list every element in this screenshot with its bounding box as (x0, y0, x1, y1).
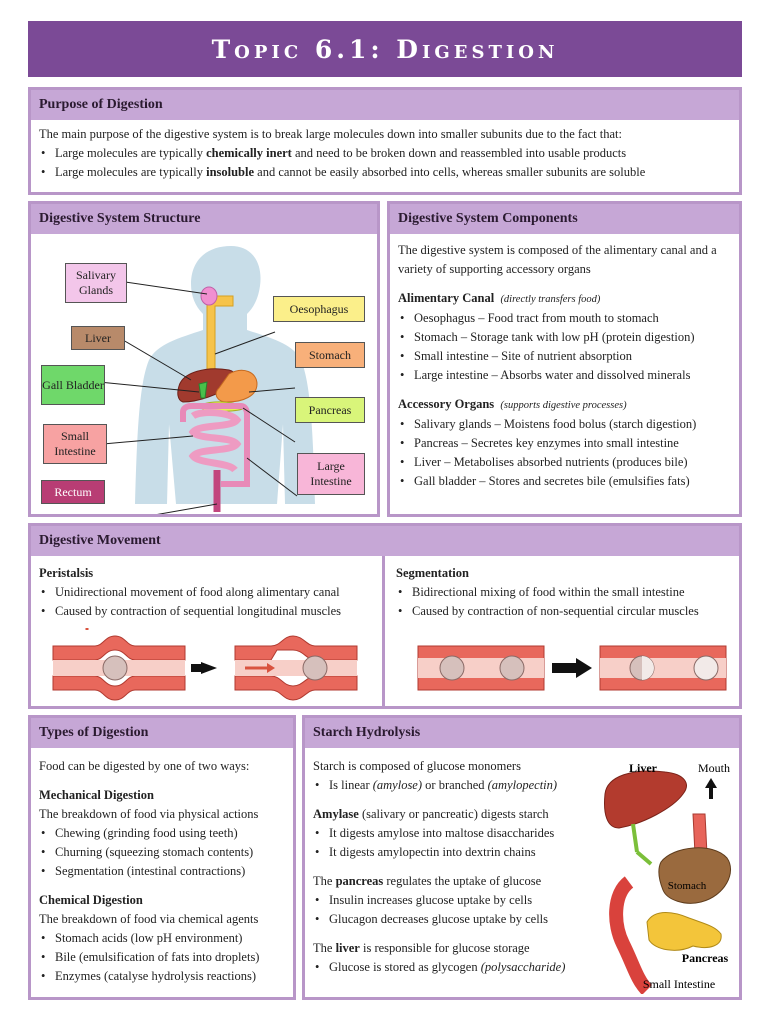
page-title: Topic 6.1: Digestion (28, 21, 742, 77)
starch-line-1: Starch is composed of glucose monomers (313, 759, 521, 773)
structure-heading: Digestive System Structure (31, 204, 377, 234)
peristalsis-diagram (52, 628, 358, 701)
accessory-item-4: Gall bladder – Stores and secretes bile … (398, 472, 731, 491)
starch-line-7: Insulin increases glucose uptake by cell… (313, 891, 587, 910)
segmentation-tube-1 (417, 645, 545, 691)
mechanical-title: Mechanical Digestion (39, 788, 154, 802)
label-pancreas: Pancreas (295, 397, 365, 423)
components-intro: The digestive system is composed of the … (398, 243, 717, 276)
segmentation-diagram (417, 645, 727, 691)
segmentation-tube-2 (599, 645, 727, 691)
starch-line-6: The pancreas regulates the uptake of glu… (313, 874, 542, 888)
peristalsis-tube-1 (52, 635, 186, 701)
label-large-intestine: Large Intestine (297, 453, 365, 495)
label-rectum: Rectum (41, 480, 105, 504)
peristalsis-item-2: Caused by contraction of sequential long… (39, 602, 374, 621)
peristalsis-item-1: Unidirectional movement of food along al… (39, 583, 374, 602)
starch-line-10: Glucose is stored as glycogen (polysacch… (313, 958, 587, 977)
label-liver: Liver (71, 326, 125, 350)
accessory-organs-title: Accessory Organs (supports digestive pro… (398, 397, 627, 411)
types-heading: Types of Digestion (31, 718, 293, 748)
canal-item-4: Large intestine – Absorbs water and diss… (398, 366, 731, 385)
segmentation-title: Segmentation (396, 566, 469, 580)
fig-label-small-intestine: Small Intestine (643, 977, 715, 991)
fig-label-liver: Liver (629, 761, 658, 775)
fig-label-mouth: Mouth (698, 761, 730, 775)
movement-panel: Digestive Movement Peristalsis Unidirect… (28, 523, 742, 709)
label-stomach: Stomach (295, 342, 365, 368)
chemical-item-3: Enzymes (catalyse hydrolysis reactions) (39, 967, 285, 986)
movement-heading: Digestive Movement (31, 526, 739, 556)
starch-line-9: The liver is responsible for glucose sto… (313, 941, 530, 955)
peristalsis-tube-2 (234, 635, 358, 701)
segmentation-item-2: Caused by contraction of non-sequential … (396, 602, 731, 621)
components-panel: Digestive System Components The digestiv… (387, 201, 742, 517)
body-outline-figure (98, 246, 315, 514)
purpose-intro: The main purpose of the digestive system… (39, 127, 622, 141)
fig-label-stomach: Stomach (668, 880, 707, 892)
label-small-intestine: Small Intestine (43, 424, 107, 464)
mechanical-desc: The breakdown of food via physical actio… (39, 807, 259, 821)
purpose-bullet-1: Large molecules are typically chemically… (39, 144, 731, 163)
structure-diagram: Salivary Glands Liver Gall Bladder Small… (31, 234, 377, 514)
purpose-bullet-2: Large molecules are typically insoluble … (39, 163, 731, 182)
starch-line-8: Glucagon decreases glucose uptake by cel… (313, 910, 587, 929)
accessory-item-2: Pancreas – Secretes key enzymes into sma… (398, 434, 731, 453)
fig-label-pancreas: Pancreas (682, 951, 729, 965)
canal-item-3: Small intestine – Site of nutrient absor… (398, 347, 731, 366)
canal-item-2: Stomach – Storage tank with low pH (prot… (398, 328, 731, 347)
components-heading: Digestive System Components (390, 204, 739, 234)
starch-panel: Starch Hydrolysis Starch is composed of … (302, 715, 742, 1000)
starch-line-4: It digests amylose into maltose disaccha… (313, 824, 587, 843)
label-oesophagus: Oesophagus (273, 296, 365, 322)
chemical-item-2: Bile (emulsification of fats into drople… (39, 948, 285, 967)
accessory-item-1: Salivary glands – Moistens food bolus (s… (398, 415, 731, 434)
structure-panel: Digestive System Structure (28, 201, 380, 517)
mechanical-item-3: Segmentation (intestinal contractions) (39, 862, 285, 881)
mechanical-item-2: Churning (squeezing stomach contents) (39, 843, 285, 862)
purpose-panel: Purpose of Digestion The main purpose of… (28, 87, 742, 195)
starch-line-2: Is linear (amylose) or branched (amylope… (313, 776, 587, 795)
alimentary-canal-title: Alimentary Canal (directly transfers foo… (398, 291, 601, 305)
mechanical-item-1: Chewing (grinding food using teeth) (39, 824, 285, 843)
chemical-title: Chemical Digestion (39, 893, 143, 907)
purpose-heading: Purpose of Digestion (31, 90, 739, 120)
starch-line-5: It digests amylopectin into dextrin chai… (313, 843, 587, 862)
canal-item-1: Oesophagus – Food tract from mouth to st… (398, 309, 731, 328)
peristalsis-title: Peristalsis (39, 566, 94, 580)
starch-organ-figure: Liver Mouth Stomach Pancreas Small Intes… (604, 761, 732, 994)
chemical-item-1: Stomach acids (low pH environment) (39, 929, 285, 948)
starch-heading: Starch Hydrolysis (305, 718, 739, 748)
segmentation-item-1: Bidirectional mixing of food within the … (396, 583, 731, 602)
label-gall-bladder: Gall Bladder (41, 365, 105, 405)
starch-line-3: Amylase (salivary or pancreatic) digests… (313, 807, 549, 821)
types-panel: Types of Digestion Food can be digested … (28, 715, 296, 1000)
types-intro: Food can be digested by one of two ways: (39, 759, 250, 773)
chemical-desc: The breakdown of food via chemical agent… (39, 912, 259, 926)
accessory-item-3: Liver – Metabolises absorbed nutrients (… (398, 453, 731, 472)
label-salivary-glands: Salivary Glands (65, 263, 127, 303)
